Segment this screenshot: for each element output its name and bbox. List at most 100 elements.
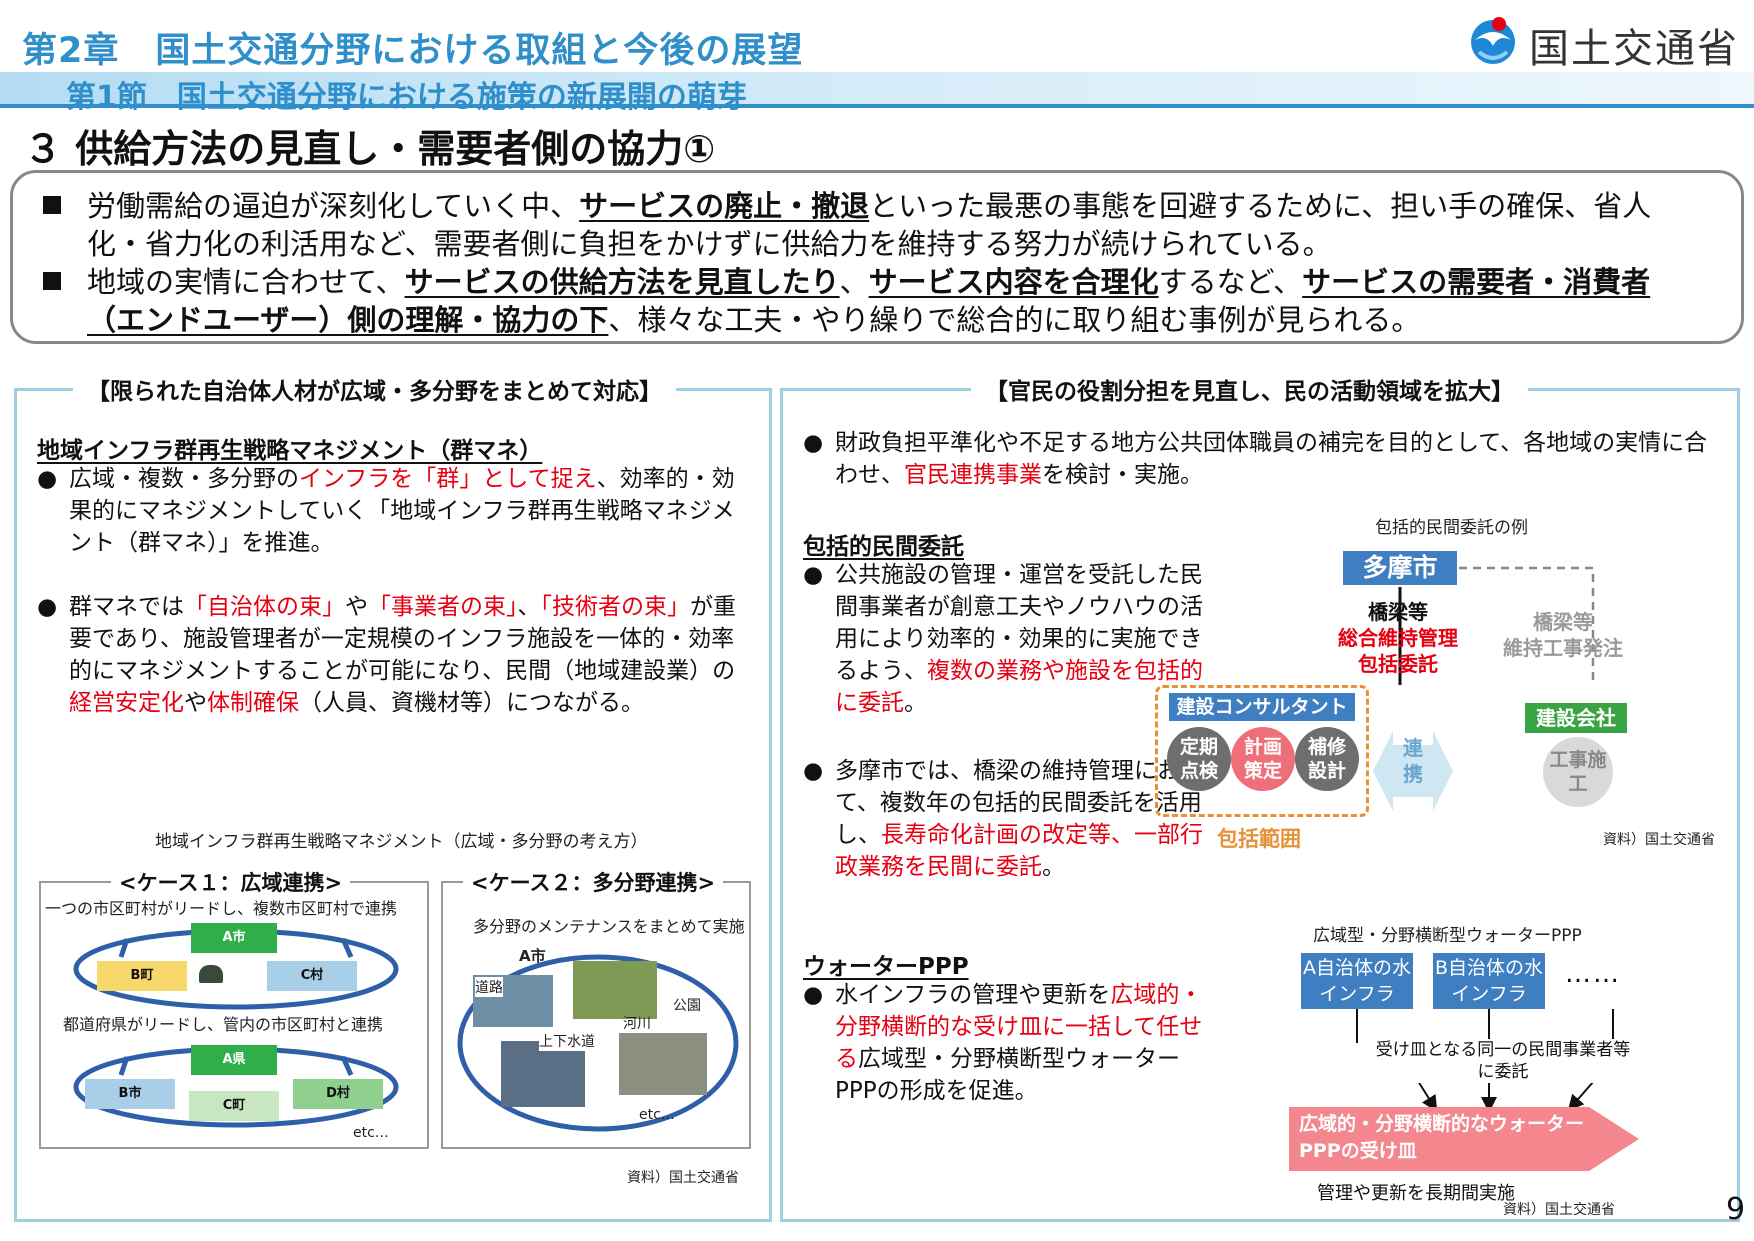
case1-box: <ケース１：広域連携> 一つの市区町村がリードし、複数市区町村で連携 A市 B町… xyxy=(39,867,429,1149)
case1-desc-2: 都道府県がリードし、管内の市区町村と連携 xyxy=(63,1015,384,1034)
case1-node-c-village: C村 xyxy=(267,961,357,991)
emphasis-red: 経営安定化 xyxy=(69,690,184,716)
section-title: 第1節 国土交通分野における施策の新展開の萌芽 xyxy=(66,80,747,115)
summary-text: 労働需給の逼迫が深刻化していく中、 xyxy=(87,189,580,223)
summary-emphasis: サービスの廃止・撤退 xyxy=(579,189,870,223)
case1-node-a-pref: A県 xyxy=(191,1045,277,1075)
d1-left-label-3: 包括委託 xyxy=(1358,652,1438,676)
d1-scope-label: 包括範囲 xyxy=(1217,827,1301,851)
case1-etc: etc… xyxy=(353,1125,389,1141)
right-panel: 【官民の役割分担を見直し、民の活動領域を拡大】 ● 財政負担平準化や不足する地方… xyxy=(780,372,1740,1222)
emphasis-red: 「事業者の束」 xyxy=(368,594,518,620)
d1-dashed-connector xyxy=(1398,566,1595,685)
page-title: ３ 供給方法の見直し・需要者側の協力① xyxy=(24,127,716,171)
emphasis-red: 複数の業務や施設を包括的に委託 xyxy=(835,658,1203,716)
d1-left-label-2: 総合維持管理 xyxy=(1338,626,1458,650)
case2-title: <ケース２：多分野連携> xyxy=(463,867,724,897)
text: 多摩市では、橋梁の維持管理において、複数年の包括的民間委託を活用し、 xyxy=(835,758,1203,848)
case1-node-d-village: D村 xyxy=(293,1079,383,1109)
text: 群マネでは xyxy=(69,594,184,620)
river-photo xyxy=(619,1033,707,1095)
summary-bullet-2-line2: （エンドユーザー）側の理解・協力の下、様々な工夫・やり繰りで総合的に取り組む事例… xyxy=(87,301,1420,339)
summary-text: 地域の実情に合わせて、 xyxy=(87,265,405,299)
text: 。 xyxy=(1042,854,1065,880)
case2-river: 河川 xyxy=(623,1016,651,1032)
text: を検討・実施。 xyxy=(1042,462,1203,488)
d1-source: 資料）国土交通省 xyxy=(1603,832,1715,848)
d1-caption: 包括的民間委託の例 xyxy=(1375,518,1528,538)
park-photo xyxy=(573,961,657,1019)
case2-water: 上下水道 xyxy=(539,1031,595,1051)
water-photo xyxy=(501,1041,585,1107)
emphasis-red: 体制確保 xyxy=(207,690,299,716)
case2-box: <ケース２：多分野連携> 多分野のメンテナンスをまとめて実施 A市 道路 公園 … xyxy=(441,867,751,1149)
text: 広域・複数・多分野の xyxy=(69,466,299,492)
right-intro: ● 財政負担平準化や不足する地方公共団体職員の補完を目的として、各地域の実情に合… xyxy=(803,427,1723,491)
summary-box: 労働需給の逼迫が深刻化していく中、サービスの廃止・撤退といった最悪の事態を回避す… xyxy=(10,170,1744,344)
d1-left-label-1: 橋梁等 xyxy=(1368,600,1428,624)
bullet-dot-icon: ● xyxy=(803,430,824,456)
comprehensive-outsourcing-subtitle: 包括的民間委託 xyxy=(803,534,964,560)
d2-receiver-arrow xyxy=(1289,1107,1639,1171)
bullet-dot-icon: ● xyxy=(803,562,824,588)
text: や xyxy=(184,690,207,716)
emphasis-red: 官民連携事業 xyxy=(904,462,1042,488)
comprehensive-paragraph-2: ● 多摩市では、橋梁の維持管理において、複数年の包括的民間委託を活用し、長寿命化… xyxy=(803,755,1213,883)
square-bullet-icon xyxy=(43,272,61,290)
case1-title: <ケース１：広域連携> xyxy=(111,867,351,897)
gunmane-subtitle: 地域インフラ群再生戦略マネジメント（群マネ） xyxy=(37,438,543,464)
emphasis-red: 広域的・分野横断的な受け皿に一括して任せる xyxy=(835,982,1203,1072)
summary-text: 、 xyxy=(839,265,869,299)
case1-node-c-town: C町 xyxy=(189,1091,279,1121)
left-panel-heading: 【限られた自治体人材が広域・多分野をまとめて対応】 xyxy=(73,372,676,406)
gunmane-paragraph-2: ● 群マネでは「自治体の束」や「事業者の束」、「技術者の束」が重要であり、施設管… xyxy=(37,591,757,719)
d2-long-term: 管理や更新を長期間実施 xyxy=(1317,1183,1515,1204)
d1-circle-repair-design: 補修設計 xyxy=(1295,727,1359,791)
bullet-dot-icon: ● xyxy=(803,758,824,784)
page-number: 9 xyxy=(1726,1192,1746,1227)
text: 、効率的・効果的にマネジメントしていく「地域インフラ群再生戦略マネジメント（群マ… xyxy=(69,466,735,556)
text: 、 xyxy=(517,594,541,620)
case2-park: 公園 xyxy=(673,998,701,1014)
emphasis-red: 長寿命化計画の改定等、一部行政業務を民間に委託 xyxy=(835,822,1203,880)
case2-etc: etc… xyxy=(639,1107,675,1123)
d1-tama-city: 多摩市 xyxy=(1343,551,1457,585)
left-panel: 【限られた自治体人材が広域・多分野をまとめて対応】 地域インフラ群再生戦略マネジ… xyxy=(14,372,772,1222)
d2-caption: 広域型・分野横断型ウォーターPPP xyxy=(1313,926,1582,946)
water-ppp-subtitle: ウォーターPPP xyxy=(803,954,969,980)
text: が重要であり、施設管理者が一定規模のインフラ施設を一体的・効率的にマネジメントす… xyxy=(69,594,736,684)
d1-construction-company: 建設会社 xyxy=(1525,703,1627,733)
summary-emphasis: サービスの需要者・消費者 xyxy=(1302,265,1651,299)
bullet-dot-icon: ● xyxy=(37,466,58,492)
d1-right-label: 橋梁等 維持工事発注 xyxy=(1483,609,1643,661)
bullet-dot-icon: ● xyxy=(803,982,824,1008)
d1-link-label: 連携 xyxy=(1403,736,1423,786)
case2-ring xyxy=(457,954,739,1132)
case1-desc-1: 一つの市区町村がリードし、複数市区町村で連携 xyxy=(45,899,398,918)
emphasis-red: 「技術者の束」 xyxy=(540,594,691,620)
text: （人員、資機材等）につながる。 xyxy=(299,690,644,716)
square-bullet-icon xyxy=(43,196,61,214)
summary-emphasis: サービスの供給方法を見直したり xyxy=(404,265,840,299)
text: 。 xyxy=(904,690,927,716)
d1-consultant: 建設コンサルタント xyxy=(1169,693,1355,721)
d2-ellipsis: …… xyxy=(1565,959,1621,989)
d1-right-label-1: 橋梁等 xyxy=(1533,610,1593,634)
summary-text: といった最悪の事態を回避するために、担い手の確保、省人 xyxy=(869,189,1652,223)
d1-right-label-2: 維持工事発注 xyxy=(1503,636,1623,660)
mlit-logo: 国土交通省 xyxy=(1465,10,1745,72)
summary-bullet-2: 地域の実情に合わせて、サービスの供給方法を見直したり、サービス内容を合理化するな… xyxy=(43,263,1650,301)
section-band xyxy=(0,72,1754,108)
d1-scope-box xyxy=(1155,685,1369,817)
gunmane-diagram-caption: 地域インフラ群再生戦略マネジメント（広域・多分野の考え方） xyxy=(155,832,648,852)
case1-node-a-city: A市 xyxy=(191,923,277,953)
summary-emphasis: （エンドユーザー）側の理解・協力の下 xyxy=(87,303,609,337)
summary-text: するなど、 xyxy=(1158,265,1303,299)
left-source: 資料）国土交通省 xyxy=(627,1170,739,1186)
text: 公共施設の管理・運営を受託した民間事業者が創意工夫やノウハウの活用により効率的・… xyxy=(835,562,1203,684)
case2-city: A市 xyxy=(519,947,546,965)
text: 広域型・分野横断型ウォーターPPPの形成を促進。 xyxy=(835,1046,1180,1104)
d1-circle-construction: 工事施工 xyxy=(1543,737,1613,807)
water-ppp-paragraph: ● 水インフラの管理や更新を広域的・分野横断的な受け皿に一括して任せる広域型・分… xyxy=(803,979,1213,1107)
case1-node-b-city: B市 xyxy=(85,1079,175,1109)
